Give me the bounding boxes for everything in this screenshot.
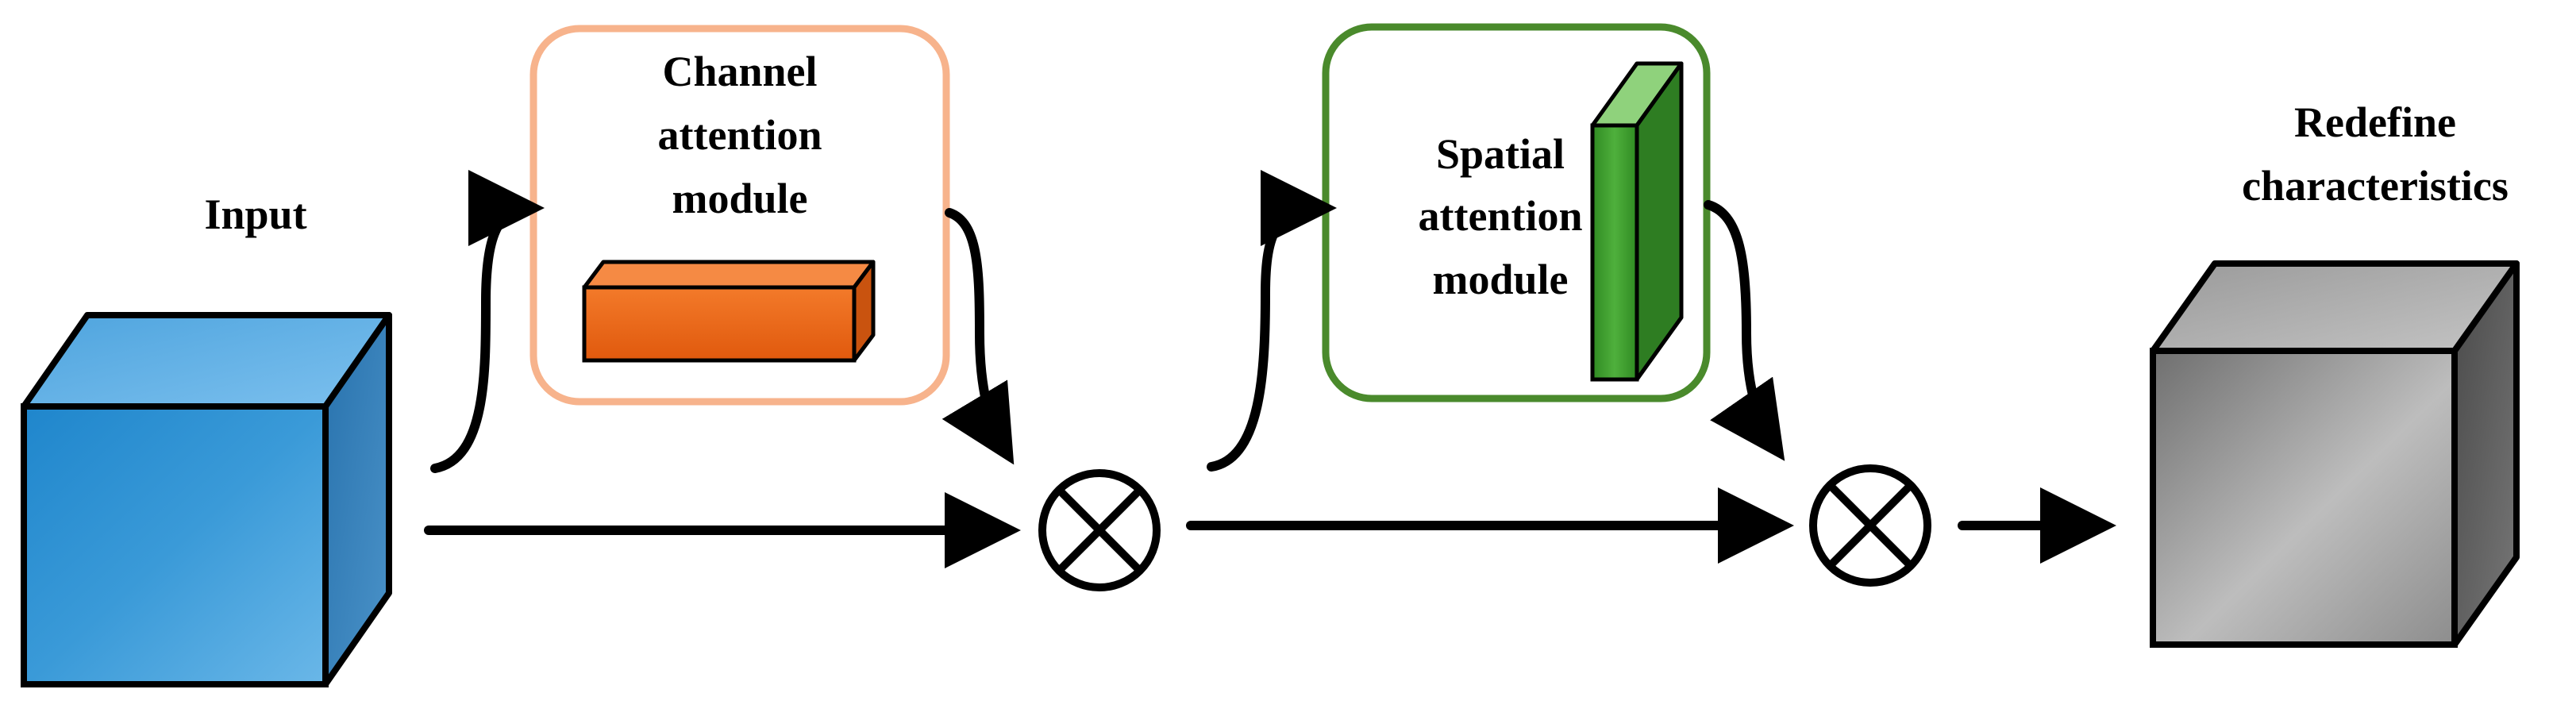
arrow-spatial-to-multiply-2	[1704, 200, 1785, 461]
arrow-channel-to-multiply-1	[941, 208, 1015, 465]
output-label-line1: Redefine	[2294, 98, 2456, 146]
channel-label-line3: module	[672, 175, 807, 222]
channel-label-line1: Channel	[662, 48, 817, 95]
spatial-attention-module: Spatial attention module	[1322, 23, 1711, 402]
spatial-label-line2: attention	[1419, 192, 1583, 240]
output-label-line2: characteristics	[2242, 162, 2509, 210]
flow-arrows	[424, 170, 2116, 568]
spatial-label-line3: module	[1432, 256, 1568, 303]
output-cube	[2150, 260, 2520, 648]
input-label: Input	[204, 191, 306, 238]
input-cube	[21, 312, 392, 687]
circled-times-icon	[1038, 469, 1161, 591]
arrow-input-to-channel	[430, 170, 545, 473]
circled-times-icon	[1809, 464, 1931, 587]
channel-label-line2: attention	[658, 111, 822, 159]
spatial-label-line1: Spatial	[1436, 130, 1565, 178]
channel-attention-module: Channel attention module	[529, 25, 950, 406]
channel-feature-block	[582, 260, 876, 363]
spatial-feature-block	[1590, 61, 1684, 382]
arrow-multiply-1-to-spatial	[1207, 170, 1337, 472]
